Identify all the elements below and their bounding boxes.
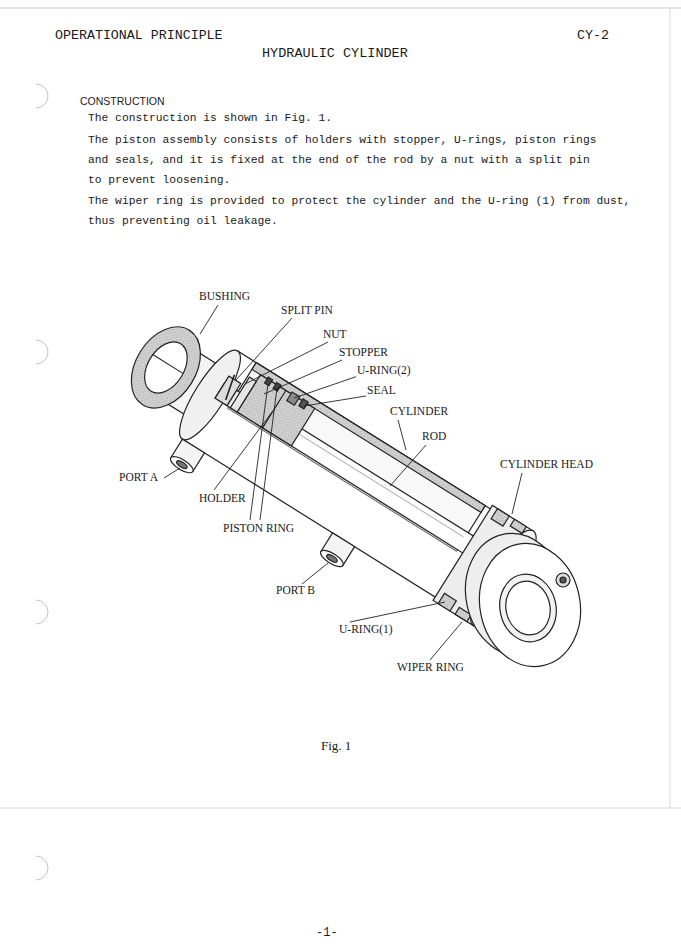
part-label: ROD [421,430,447,443]
part-label: NUT [322,328,348,341]
part-label: PORT B [275,584,316,597]
part-label: U-RING(1) [338,623,394,636]
part-label: PISTON RING [222,522,295,535]
body-text: The construction is shown in Fig. 1. [88,108,630,128]
page-number: -1- [316,926,338,941]
page-title: HYDRAULIC CYLINDER [262,45,408,62]
section-heading: CONSTRUCTION [80,94,165,108]
figure-caption: Fig. 1 [321,738,351,754]
page-rule [670,8,671,808]
body-text: The wiper ring is provided to protect th… [88,191,637,231]
page-rule [0,8,681,9]
part-label: SPLIT PIN [280,304,334,317]
part-label: WIPER RING [396,661,465,674]
page-rule [0,808,681,809]
punch-hole-marks [36,84,48,880]
page-code: CY-2 [577,28,609,44]
part-label: STOPPER [338,346,389,359]
rod-end-eye [454,524,592,676]
part-label: CYLINDER HEAD [499,458,594,471]
part-label: HOLDER [198,492,247,505]
part-label: SEAL [366,384,397,397]
leader-lines [164,305,522,660]
body-text: The piston assembly consists of holders … [88,130,600,190]
part-label: CYLINDER [389,405,449,418]
part-label: U-RING(2) [356,364,412,377]
part-label: BUSHING [198,290,251,303]
part-label: PORT A [118,471,159,484]
section-header: OPERATIONAL PRINCIPLE [55,28,223,44]
